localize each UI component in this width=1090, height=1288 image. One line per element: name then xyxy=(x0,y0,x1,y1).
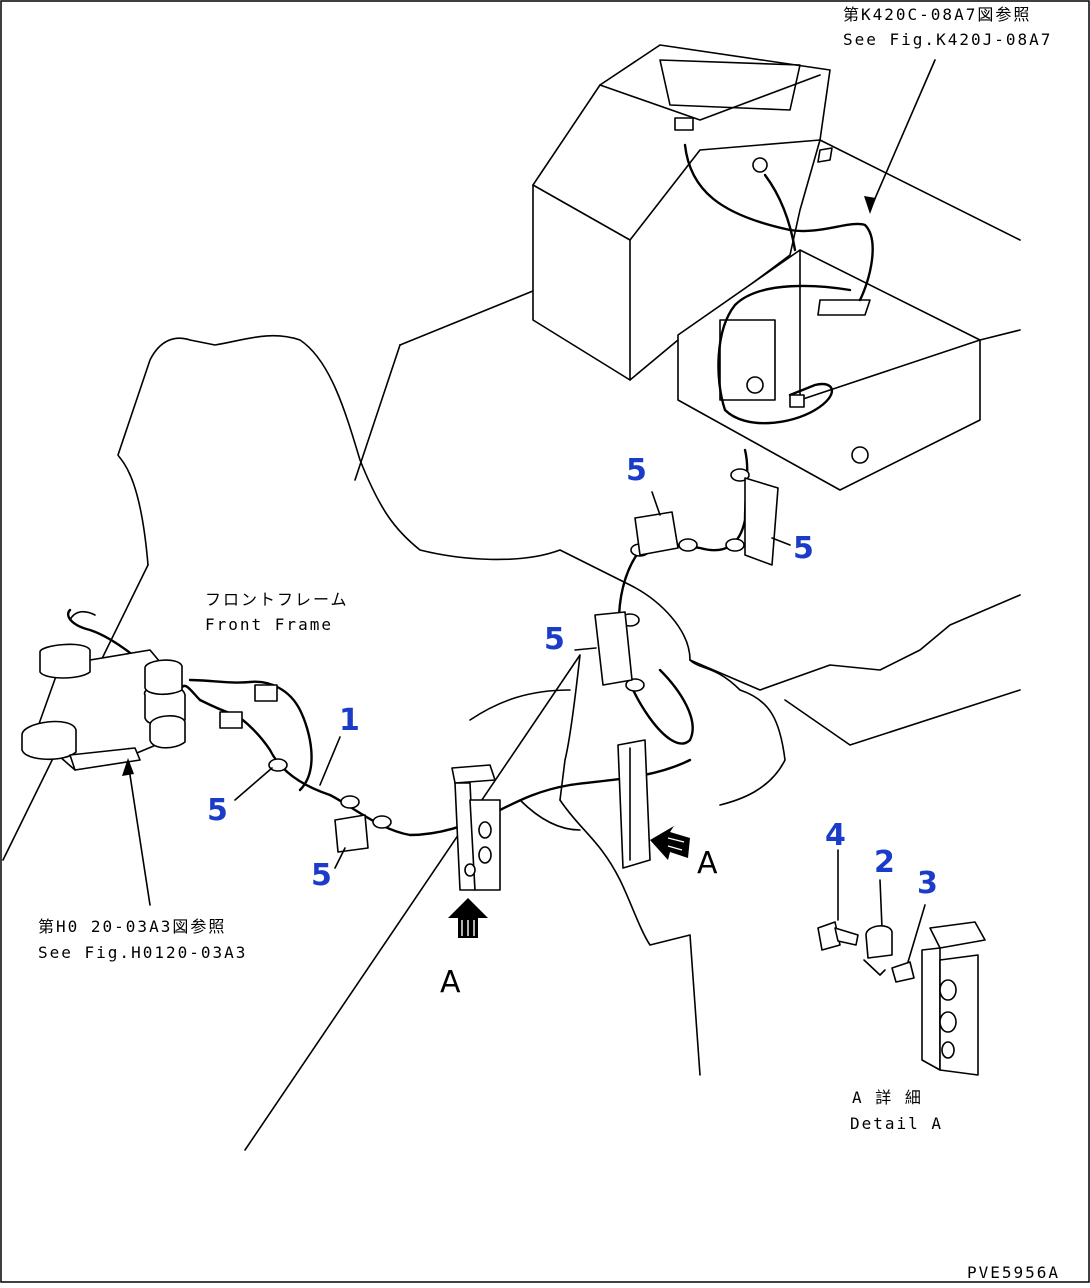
clip-part-2 xyxy=(863,925,893,976)
bracket-assembly xyxy=(451,764,501,891)
reference-left: 第H0 20-03A3図参照 See Fig.H0120-03A3 xyxy=(38,917,247,962)
connector-icon xyxy=(674,117,694,131)
bolt-part-4 xyxy=(817,921,859,951)
clamp-tags xyxy=(334,477,779,853)
reference-top-right-en: See Fig.K420J-08A7 xyxy=(843,30,1052,49)
drawing-id: PVE5956A xyxy=(967,1263,1060,1282)
leader-lines xyxy=(122,59,936,963)
reference-left-jp: 第H0 20-03A3図参照 xyxy=(38,917,226,936)
callout-2: 2 xyxy=(874,845,895,880)
callout-3: 3 xyxy=(917,866,938,901)
collar-part-3 xyxy=(891,961,915,983)
view-arrow-a-icon xyxy=(448,898,488,938)
callout-5: 5 xyxy=(544,622,565,657)
view-letter-a-2: A xyxy=(697,846,718,881)
connector-icon xyxy=(254,684,278,702)
front-frame-label-jp: フロントフレーム xyxy=(205,590,349,609)
reference-top-right-jp: 第K420C-08A7図参照 xyxy=(843,5,1031,24)
connector-icon xyxy=(789,394,805,408)
callout-1: 1 xyxy=(339,703,360,738)
detail-a-parts xyxy=(817,921,986,1076)
view-letter-a: A xyxy=(440,965,461,1000)
callout-5: 5 xyxy=(626,453,647,488)
front-frame-label-en: Front Frame xyxy=(205,615,333,634)
cab-console xyxy=(532,44,1021,491)
clamps xyxy=(219,394,805,829)
detail-a-label: A 詳 細 Detail A xyxy=(850,1088,943,1133)
connector-icon xyxy=(219,711,243,729)
reference-top-right: 第K420C-08A7図参照 See Fig.K420J-08A7 xyxy=(843,5,1052,49)
view-arrow-a2-icon xyxy=(650,826,690,860)
callout-5: 5 xyxy=(793,531,814,566)
detail-a-label-en: Detail A xyxy=(850,1114,943,1133)
front-frame-label: フロントフレーム Front Frame xyxy=(205,590,349,634)
reference-left-en: See Fig.H0120-03A3 xyxy=(38,943,247,962)
detail-bracket xyxy=(921,921,986,1076)
callout-5: 5 xyxy=(311,858,332,893)
detail-a-label-jp: A 詳 細 xyxy=(852,1088,923,1107)
callout-5: 5 xyxy=(207,793,228,828)
side-panel xyxy=(617,739,651,869)
callout-4: 4 xyxy=(825,818,846,853)
valve-assembly xyxy=(21,610,186,771)
